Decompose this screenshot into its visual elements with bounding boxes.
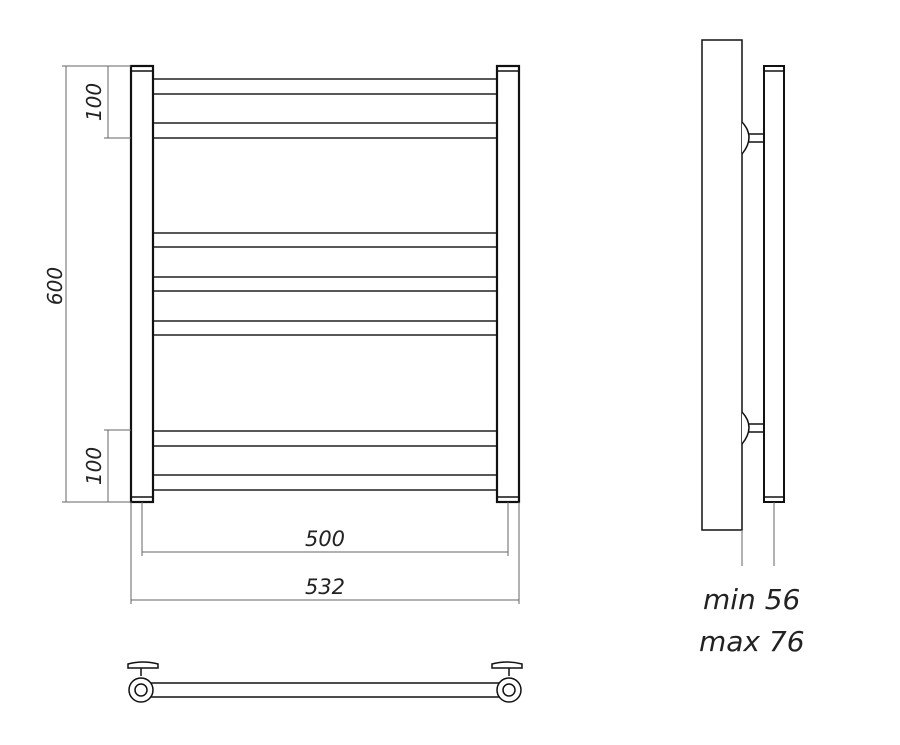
left-post: [129, 64, 155, 504]
dim-total-height-label: 600: [43, 267, 67, 305]
crossbar-7: [152, 474, 498, 491]
crossbar-2: [152, 122, 498, 139]
crossbar-3: [152, 232, 498, 248]
crossbar-4: [152, 276, 498, 292]
min-depth-label: min 56: [703, 583, 800, 616]
crossbars: [152, 78, 498, 491]
front-view: [129, 64, 521, 504]
crossbar-5: [152, 320, 498, 336]
side-view: [701, 39, 785, 531]
side-depth-dimension: [741, 502, 775, 566]
crossbar-6: [152, 430, 498, 447]
top-view: [127, 661, 523, 703]
dim-total-width-label: 532: [305, 575, 345, 599]
right-post: [495, 64, 521, 504]
dim-center-width-label: 500: [305, 527, 345, 551]
horizontal-dimensions: [130, 502, 520, 604]
max-depth-label: max 76: [699, 625, 805, 658]
wall: [701, 39, 743, 531]
vertical-dimensions: [62, 65, 131, 503]
dim-bottom-spacing-label: 100: [82, 447, 106, 485]
dim-top-spacing-label: 100: [82, 83, 106, 121]
crossbar-1: [152, 78, 498, 95]
side-post: [763, 65, 785, 503]
